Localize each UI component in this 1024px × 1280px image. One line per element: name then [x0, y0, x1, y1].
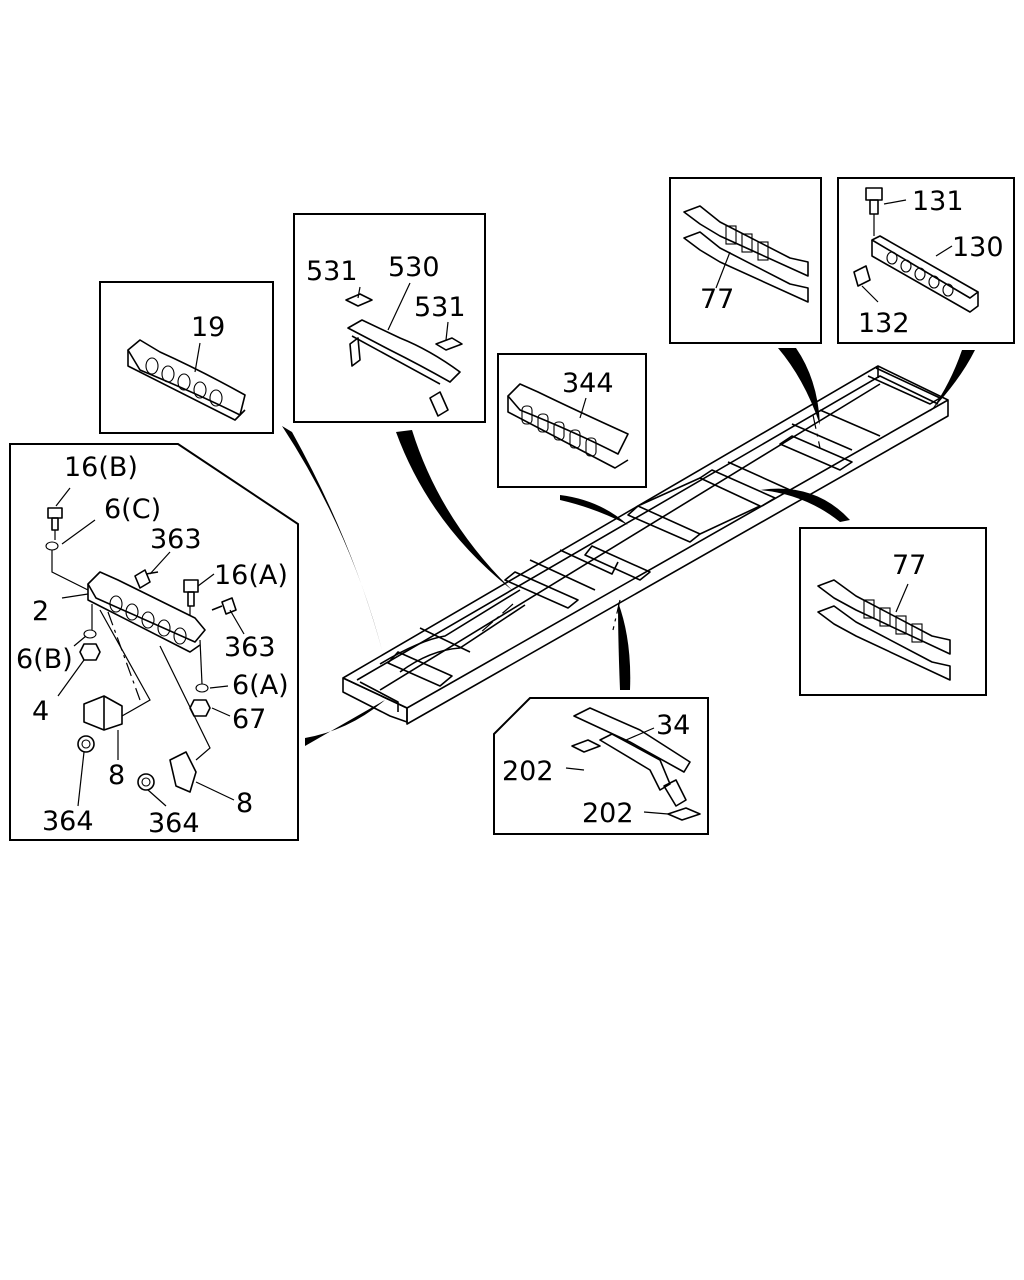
detail-box-bracket-assembly: 16(B) 6(C) 363 16(A) 2 363 6(B) 6(A) 4 6… — [9, 443, 299, 841]
callout-8-left: 8 — [108, 760, 125, 791]
callout-6a: 6(A) — [232, 670, 289, 701]
crossmember-130-illustration — [853, 187, 979, 313]
callout-363-lower: 363 — [224, 632, 276, 663]
callout-6b: 6(B) — [16, 644, 73, 675]
main-frame — [342, 365, 949, 725]
callout-2: 2 — [32, 596, 49, 627]
callout-67: 67 — [232, 704, 266, 735]
callout-363-upper: 363 — [150, 524, 202, 555]
crossmember-19-illustration — [127, 339, 246, 421]
crossmember-2-illustration — [87, 571, 206, 653]
washer-6b — [83, 629, 97, 639]
callout-132: 132 — [858, 308, 910, 339]
pointer-swooshes — [282, 348, 975, 746]
bracket-8-right — [169, 751, 197, 793]
callout-364-right: 364 — [148, 808, 200, 839]
callout-202-lower: 202 — [582, 798, 634, 829]
bolt-16a — [183, 579, 199, 607]
bracket-8-left — [83, 695, 123, 731]
callout-344: 344 — [562, 368, 614, 399]
detail-box-530: 531 530 531 — [293, 213, 486, 423]
callout-16b: 16(B) — [64, 452, 138, 483]
nut-4 — [79, 643, 101, 661]
bolt-363-lower — [211, 597, 237, 615]
callout-130: 130 — [952, 232, 1004, 263]
detail-box-130: 131 130 132 — [837, 177, 1015, 344]
detail-box-77-top: 77 — [669, 177, 822, 344]
nut-364-right — [137, 773, 155, 791]
detail-box-77-right: 77 — [799, 527, 987, 696]
callout-131: 131 — [912, 186, 964, 217]
crossmember-530-illustration — [345, 293, 463, 417]
callout-530: 530 — [388, 252, 440, 283]
callout-8-right: 8 — [236, 788, 253, 819]
callout-34: 34 — [656, 710, 690, 741]
crossmember-77-top-illustration — [683, 205, 809, 303]
callout-4: 4 — [32, 696, 49, 727]
callout-531-left: 531 — [306, 256, 358, 287]
callout-531-right: 531 — [414, 292, 466, 323]
detail-box-34: 34 202 202 — [493, 697, 709, 835]
callout-364-left: 364 — [42, 806, 94, 837]
callout-77-top: 77 — [700, 284, 734, 315]
crossmember-344-illustration — [507, 383, 629, 469]
bolt-363-upper — [134, 569, 159, 589]
nut-364-left — [77, 735, 95, 753]
crossmember-77-right-illustration — [817, 579, 951, 681]
bolt-16b — [47, 507, 63, 531]
detail-box-344: 344 — [497, 353, 647, 488]
callout-19: 19 — [191, 312, 225, 343]
detail-box-19: 19 — [99, 281, 274, 434]
crossmember-34-illustration — [571, 707, 701, 821]
callout-77-right: 77 — [892, 550, 926, 581]
callout-6c: 6(C) — [104, 494, 161, 525]
callout-16a: 16(A) — [214, 560, 288, 591]
callout-202-upper: 202 — [502, 756, 554, 787]
